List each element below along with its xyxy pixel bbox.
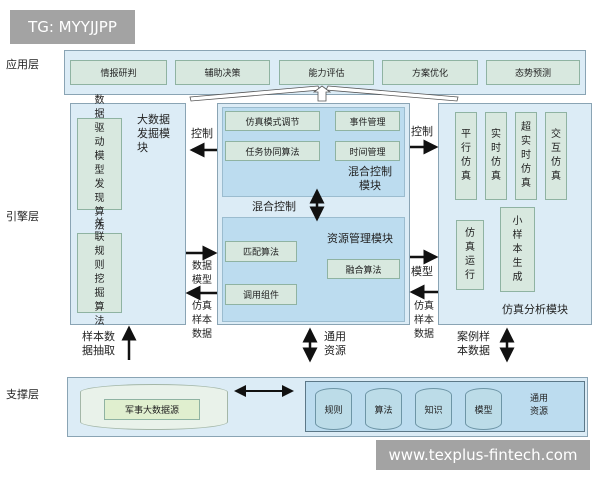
data-model-label: 数据模型	[192, 261, 212, 286]
control-left-label: 控制	[191, 127, 213, 140]
fusion-algorithm-box: 融合算法	[327, 259, 400, 279]
association-rule-box: 关联规则挖掘算法	[94, 218, 105, 327]
sim-mode-adjust-box: 仿真模式调节	[225, 111, 320, 131]
military-big-data-source: 军事大数据源	[104, 399, 200, 420]
app-item: 态势预测	[486, 60, 580, 85]
layer-label-app: 应用层	[6, 58, 39, 71]
control-right-label: 控制	[411, 125, 433, 138]
model-right-label: 模型	[411, 265, 433, 278]
interactive-sim-box: 交互仿真	[551, 129, 561, 182]
sim-run-frame: 仿真运行	[456, 220, 484, 290]
association-rule-box-frame: 关联规则挖掘算法	[77, 218, 122, 327]
data-driven-model-box: 数据驱动模型发现算法	[94, 95, 105, 232]
resource-management-title: 资源管理模块	[327, 232, 393, 245]
app-item: 方案优化	[382, 60, 478, 85]
realtime-sim-frame: 实时仿真	[485, 112, 507, 200]
case-sample-label: 案例样本数据	[457, 330, 490, 357]
small-sample-gen-frame: 小样本生成	[500, 207, 535, 292]
data-driven-model-box-frame: 数据驱动模型发现算法	[77, 95, 122, 232]
sim-sample-left-label: 仿真样本数据	[192, 301, 212, 340]
app-item: 情报研判	[70, 60, 167, 85]
small-sample-gen-box: 小样本生成	[512, 215, 523, 283]
parallel-sim-box: 平行仿真	[461, 129, 471, 182]
time-management-box: 时间管理	[335, 141, 400, 161]
watermark-bottom: www.texplus-fintech.com	[376, 440, 590, 470]
faster-than-realtime-sim-box: 超实时仿真	[521, 122, 531, 189]
call-component-box: 调用组件	[225, 284, 297, 305]
watermark-top: TG: MYYJJPP	[10, 10, 135, 44]
sim-sample-right-label: 仿真样本数据	[414, 301, 434, 340]
interactive-sim-frame: 交互仿真	[545, 112, 567, 200]
simulation-analysis-title: 仿真分析模块	[502, 303, 568, 316]
general-resource-panel-label: 通用资源	[530, 394, 549, 417]
realtime-sim-box: 实时仿真	[491, 129, 501, 182]
sim-run-box: 仿真运行	[465, 228, 475, 281]
task-coordination-box: 任务协同算法	[225, 141, 320, 161]
layer-label-support: 支撑层	[6, 388, 39, 401]
layer-label-engine: 引擎层	[6, 210, 39, 223]
event-management-box: 事件管理	[335, 111, 400, 131]
knowledge-db-icon: 知识	[415, 388, 452, 430]
matching-algorithm-box: 匹配算法	[225, 241, 297, 262]
parallel-sim-frame: 平行仿真	[455, 112, 477, 200]
app-item: 辅助决策	[175, 60, 270, 85]
rules-db-icon: 规则	[315, 388, 352, 430]
algorithms-db-icon: 算法	[365, 388, 402, 430]
hybrid-control-link-label: 混合控制	[252, 200, 296, 213]
sample-extract-label: 样本数据抽取	[82, 330, 115, 357]
general-resource-label: 通用资源	[324, 330, 346, 357]
faster-than-realtime-sim-frame: 超实时仿真	[515, 112, 537, 200]
hybrid-control-title: 混合控制模块	[348, 165, 392, 192]
big-data-module-title: 大数据发掘模块	[137, 113, 170, 154]
models-db-icon: 模型	[465, 388, 502, 430]
app-item: 能力评估	[279, 60, 374, 85]
